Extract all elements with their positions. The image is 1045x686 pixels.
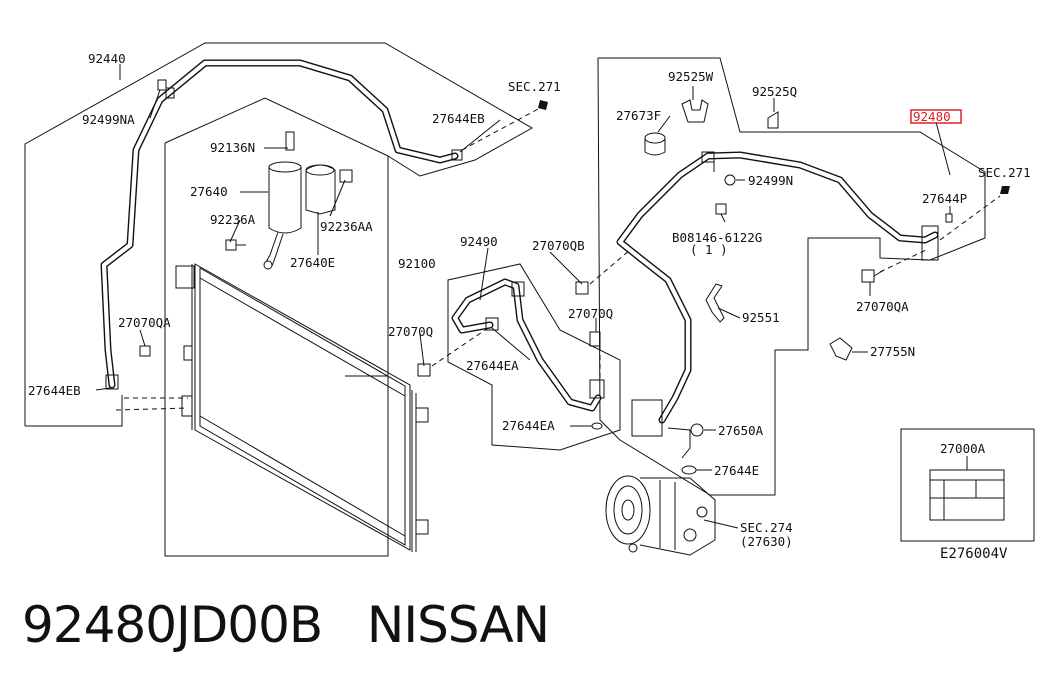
pipe-92440[interactable] bbox=[100, 59, 463, 390]
label-sec271-right[interactable]: SEC.271 bbox=[978, 165, 1031, 180]
label-92499NA[interactable]: 92499NA bbox=[82, 112, 135, 127]
label-27070QB[interactable]: 27070QB bbox=[532, 238, 585, 253]
label-sec271-top[interactable]: SEC.271 bbox=[508, 79, 561, 94]
label-27644EB-top[interactable]: 27644EB bbox=[432, 111, 485, 126]
hose-92480[interactable] bbox=[616, 151, 939, 459]
brand-name: NISSAN bbox=[366, 596, 550, 654]
frame-27000A bbox=[900, 428, 1035, 542]
small-parts bbox=[139, 99, 1010, 475]
label-92551[interactable]: 92551 bbox=[742, 310, 780, 325]
pipe-92490[interactable] bbox=[451, 278, 605, 412]
label-27070QA-right[interactable]: 27070QA bbox=[856, 299, 909, 314]
label-92499N[interactable]: 92499N bbox=[748, 173, 793, 188]
label-27650A[interactable]: 27650A bbox=[718, 423, 764, 438]
highlight-box bbox=[910, 109, 962, 124]
label-92136N[interactable]: 92136N bbox=[210, 140, 255, 155]
label-27070Q-a[interactable]: 27070Q bbox=[568, 306, 613, 321]
leader-lines bbox=[95, 64, 968, 529]
label-27644EB-left[interactable]: 27644EB bbox=[28, 383, 81, 398]
label-92440[interactable]: 92440 bbox=[88, 51, 126, 66]
label-27070Q-b[interactable]: 27070Q bbox=[388, 324, 433, 339]
label-92100[interactable]: 92100 bbox=[398, 256, 436, 271]
label-27000A[interactable] bbox=[929, 469, 1005, 521]
condenser[interactable] bbox=[175, 263, 429, 552]
label-08146-6122G[interactable]: B08146-6122G bbox=[672, 230, 762, 245]
label-92490[interactable]: 92490 bbox=[460, 234, 498, 249]
label-27640E[interactable]: 27640E bbox=[290, 255, 335, 270]
part-labels: 92440 92499NA 92136N 27640 92236A 92236A… bbox=[28, 51, 1031, 562]
label-27644EA-b[interactable]: 27644EA bbox=[502, 418, 555, 433]
dashed-lines bbox=[115, 107, 1001, 411]
part-number: 92480JD00B bbox=[22, 596, 323, 654]
label-sec274-sub: (27630) bbox=[740, 534, 793, 549]
caption: 92480JD00B NISSAN bbox=[22, 596, 550, 654]
label-27640[interactable]: 27640 bbox=[190, 184, 228, 199]
compressor[interactable] bbox=[605, 475, 716, 556]
label-27673F[interactable]: 27673F bbox=[616, 108, 661, 123]
label-27644EA-a[interactable]: 27644EA bbox=[466, 358, 519, 373]
label-92236AA[interactable]: 92236AA bbox=[320, 219, 373, 234]
label-27000A[interactable]: 27000A bbox=[940, 441, 986, 456]
label-27644E[interactable]: 27644E bbox=[714, 463, 759, 478]
label-92236A[interactable]: 92236A bbox=[210, 212, 256, 227]
label-sec274[interactable]: SEC.274 bbox=[740, 520, 793, 535]
label-92525Q[interactable]: 92525Q bbox=[752, 84, 797, 99]
label-92480[interactable]: 92480 bbox=[913, 109, 951, 124]
label-92525W[interactable]: 92525W bbox=[668, 69, 714, 84]
boundary-lines bbox=[24, 42, 1035, 557]
label-27755N[interactable]: 27755N bbox=[870, 344, 915, 359]
figure-code: E276004V bbox=[940, 546, 1008, 562]
label-27644P[interactable]: 27644P bbox=[922, 191, 967, 206]
label-27070QA-left[interactable]: 27070QA bbox=[118, 315, 171, 330]
label-08146-qty: ( 1 ) bbox=[690, 242, 728, 257]
